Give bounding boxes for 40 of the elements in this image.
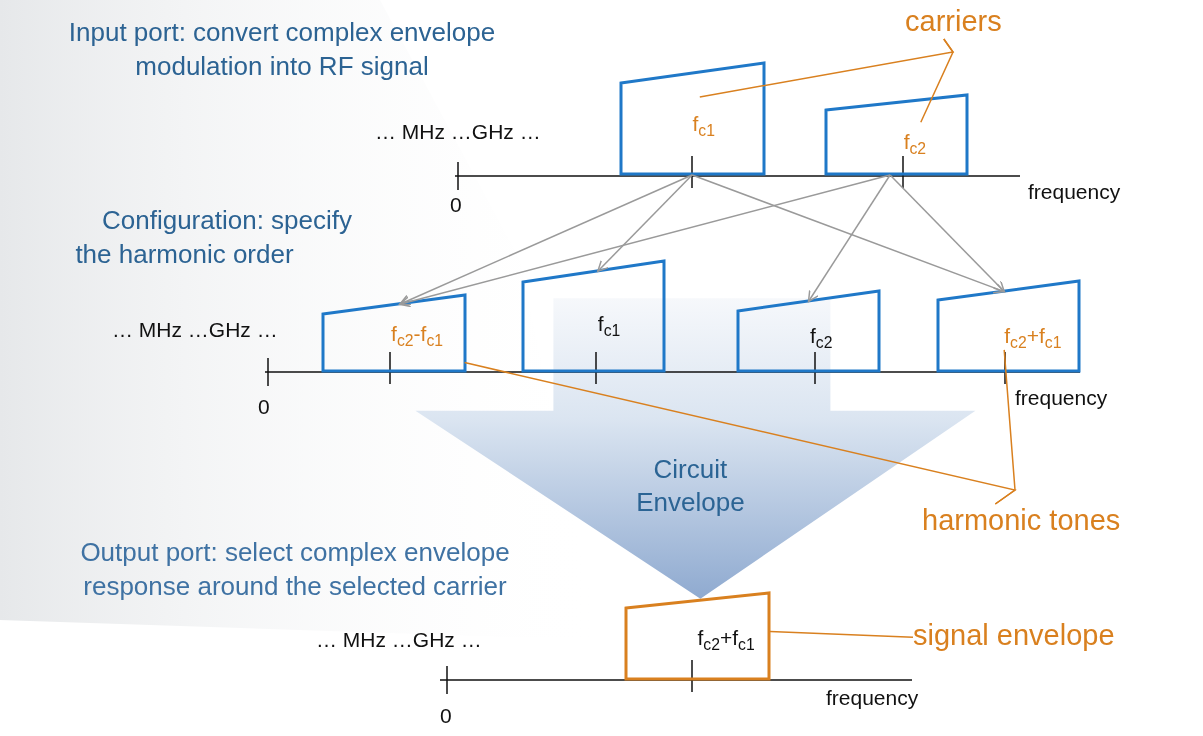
arrow <box>691 174 1005 294</box>
arrow <box>399 174 693 306</box>
tick-label: 0 <box>440 704 452 728</box>
edge-label: Circuit Envelope <box>635 452 746 520</box>
spectrum-band <box>625 592 770 680</box>
block-arrow <box>415 298 976 599</box>
spectrum-band <box>322 294 466 372</box>
leader-line <box>769 630 914 639</box>
frequency-label: f$_{c2}$ <box>903 130 927 154</box>
axis-label: frequency <box>826 686 919 710</box>
annotation-text: Output port: select complex envelope response around the selected carrier <box>79 536 511 603</box>
spectrum-band <box>737 290 880 372</box>
frequency-label: f$_{c1}$ <box>692 112 715 136</box>
callout-text: carriers <box>905 4 1002 39</box>
spectrum-band <box>620 62 765 175</box>
axis-range-label: … MHz …GHz … <box>375 120 541 144</box>
frequency-label: f$_{c2}$-f$_{c1}$ <box>391 322 444 346</box>
frequency-label: f$_{c1}$ <box>597 312 621 336</box>
frequency-label: f$_{c2}$+f$_{c1}$ <box>697 626 755 650</box>
annotation-text: Configuration: specify the harmonic order <box>74 204 353 271</box>
tick-label: 0 <box>450 193 462 217</box>
annotation-text: Input port: convert complex envelope modulation into RF signal <box>67 16 497 83</box>
axis-label: frequency <box>1028 180 1121 204</box>
frequency-label: f$_{c2}$ <box>809 324 833 348</box>
tick-label: 0 <box>258 395 270 419</box>
leader-line <box>994 349 1016 505</box>
callout-text: signal envelope <box>913 618 1115 653</box>
spectrum-band <box>937 280 1080 372</box>
spectrum-band <box>522 260 665 372</box>
frequency-label: f$_{c2}$+f$_{c1}$ <box>1004 324 1062 348</box>
callout-text: harmonic tones <box>922 503 1121 538</box>
arrow <box>597 174 693 273</box>
axis-range-label: … MHz …GHz … <box>316 628 482 652</box>
arrow <box>399 174 891 308</box>
axis-range-label: … MHz …GHz … <box>112 318 278 342</box>
arrow <box>807 174 891 303</box>
spectrum-band <box>825 94 968 175</box>
axis-label: frequency <box>1015 386 1108 410</box>
leader-line <box>920 38 954 124</box>
arrow <box>889 174 1005 293</box>
